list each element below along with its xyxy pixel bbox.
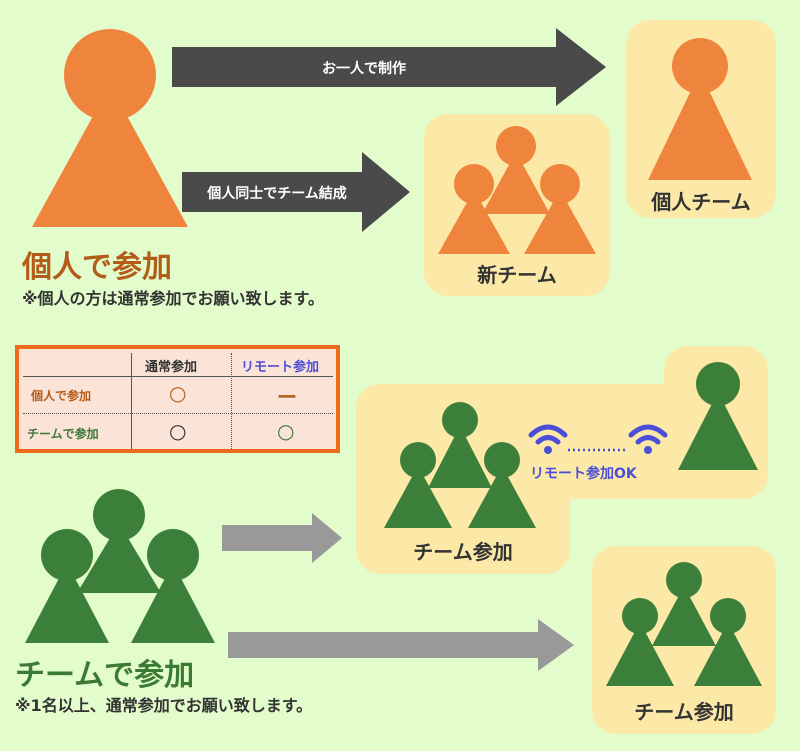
large-person-icon bbox=[32, 29, 188, 227]
arrow-to-regular-team bbox=[228, 619, 574, 671]
table-row-label: 個人で参加 bbox=[31, 389, 92, 403]
group-person-icon bbox=[606, 562, 762, 686]
remote-person-icon bbox=[678, 362, 758, 470]
person-icon bbox=[648, 38, 752, 180]
new-team-label: 新チーム bbox=[477, 263, 557, 287]
solo-team-panel: 個人チーム bbox=[626, 20, 776, 218]
wifi-icon bbox=[628, 424, 668, 454]
regular-team-panel: チーム参加 bbox=[592, 546, 776, 734]
table-cell-remote: ○ bbox=[277, 419, 295, 443]
group-person-icon bbox=[384, 402, 536, 528]
arrow-solo-label: お一人で制作 bbox=[322, 61, 406, 77]
individual-title: 個人で参加 bbox=[22, 250, 172, 285]
table-cell-regular: ○ bbox=[169, 381, 187, 405]
individual-note: ※個人の方は通常参加でお願い致します。 bbox=[22, 289, 324, 308]
wifi-icon bbox=[528, 424, 568, 454]
solo-team-label: 個人チーム bbox=[651, 190, 751, 214]
new-team-panel: 新チーム bbox=[424, 114, 610, 296]
arrow-form-team-label: 個人同士でチーム結成 bbox=[207, 186, 347, 202]
arrow-to-remote-team bbox=[222, 513, 342, 563]
arrow-form-team bbox=[182, 152, 410, 232]
group-person-icon bbox=[438, 126, 596, 254]
arrow-solo bbox=[172, 28, 606, 106]
regular-team-label: チーム参加 bbox=[634, 700, 734, 724]
remote-team-label: チーム参加 bbox=[413, 540, 513, 564]
large-group-icon bbox=[25, 489, 215, 643]
remote-connection-line bbox=[568, 448, 628, 452]
table-header-remote: リモート参加 bbox=[241, 360, 320, 375]
table-cell-remote: ー bbox=[277, 385, 297, 409]
table-cell-regular: ○ bbox=[169, 419, 187, 443]
team-note: ※1名以上、通常参加でお願い致します。 bbox=[15, 696, 313, 715]
table-header-regular: 通常参加 bbox=[145, 360, 198, 375]
participation-table: 通常参加 リモート参加 個人で参加 ○ ー チームで参加 ○ ○ bbox=[15, 345, 340, 453]
table-row-label: チームで参加 bbox=[27, 427, 99, 441]
team-title: チームで参加 bbox=[15, 658, 195, 693]
remote-ok-label: リモート参加OK bbox=[530, 466, 637, 482]
